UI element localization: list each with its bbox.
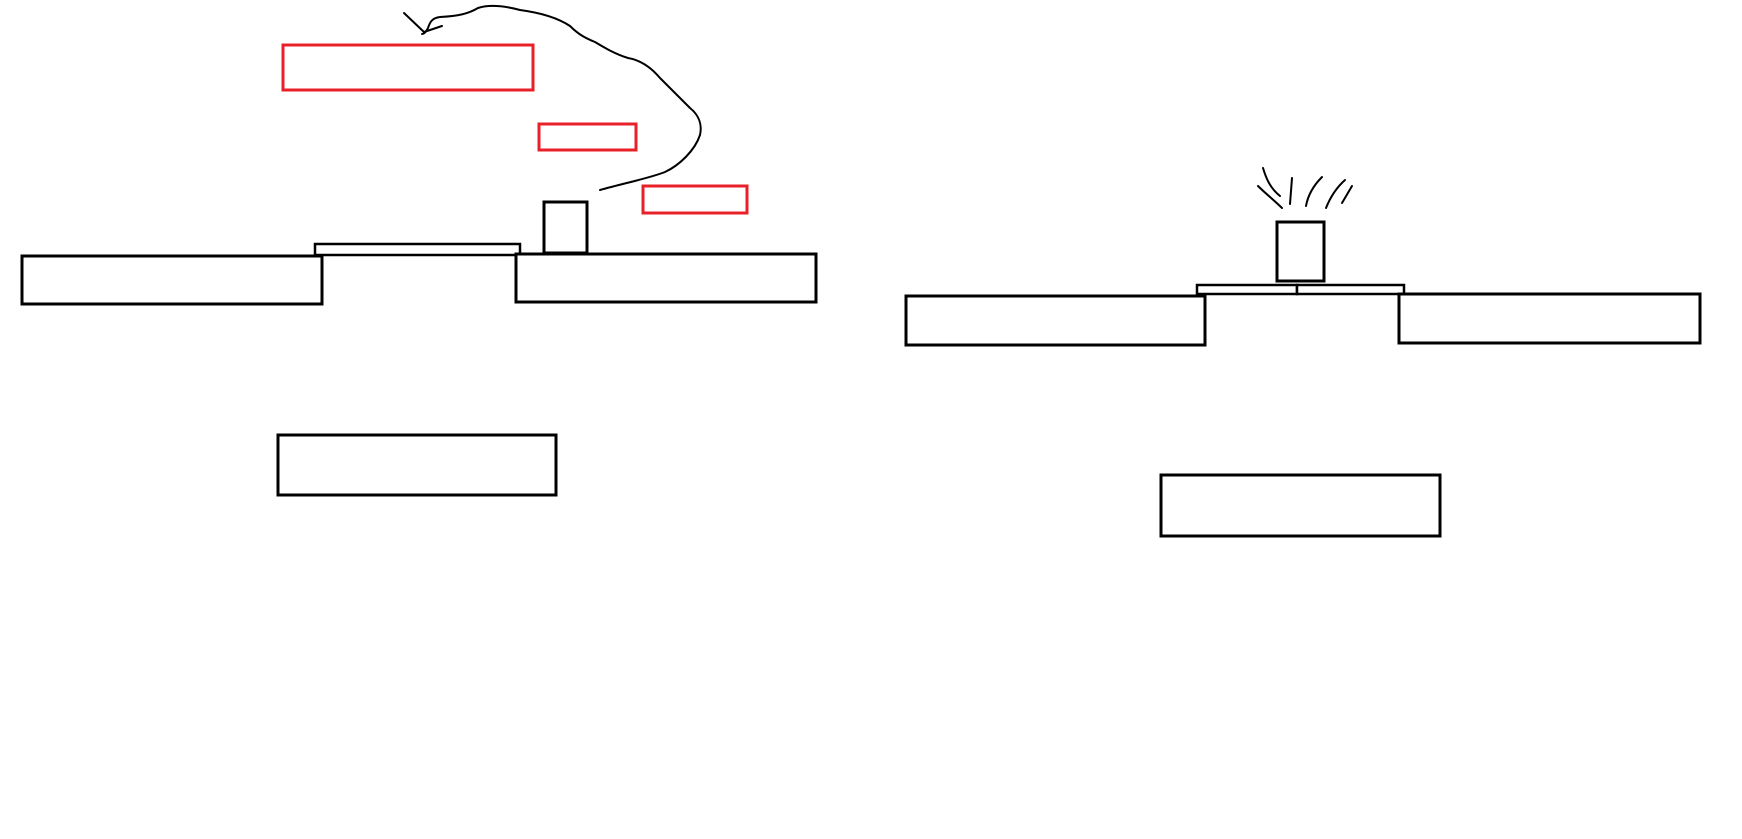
scene-right [904, 167, 1702, 538]
bridge-plate-right [1295, 283, 1406, 296]
platform-right [514, 252, 818, 304]
bridge-plate [313, 242, 522, 257]
curved-arrow [421, 4, 702, 191]
weight-block [1275, 220, 1326, 283]
weight-block [542, 200, 589, 255]
highlight-box-small [641, 184, 749, 215]
highlight-box-middle [537, 122, 638, 152]
bridge-plate-left [1195, 283, 1299, 296]
platform-right [1397, 292, 1702, 345]
platform-left [20, 254, 324, 306]
base-box [1159, 473, 1442, 538]
scene-left [20, 4, 818, 497]
base-box [276, 433, 558, 497]
motion-marks [1257, 167, 1353, 209]
arrow-head [403, 12, 443, 33]
highlight-box-large [281, 43, 535, 92]
platform-left [904, 294, 1207, 347]
